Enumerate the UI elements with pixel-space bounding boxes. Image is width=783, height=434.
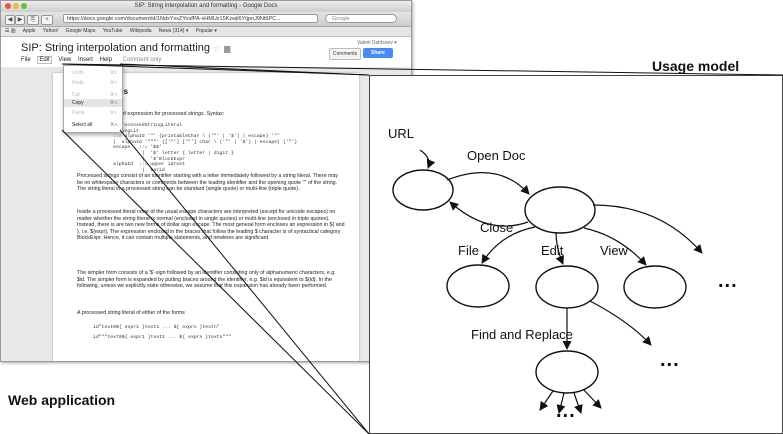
minimize-window-icon[interactable] xyxy=(13,3,19,9)
state-start xyxy=(392,169,454,211)
code-line-2: id"""text0${ expr1 }text1 ... ${ exprn }… xyxy=(93,335,232,340)
edge-url xyxy=(419,149,436,169)
doc-title-text: SIP: String interpolation and formatting xyxy=(21,42,210,54)
paragraph-2: Inside a processed literal none of the u… xyxy=(77,209,345,242)
redo-shortcut: ⌘Y xyxy=(110,80,118,85)
window-title: SIP: String interpolation and formatting… xyxy=(134,3,278,9)
paragraph-4: A processed string literal of either of … xyxy=(77,310,185,316)
bookmarks-bar: ☰ ▥ Apple Yahoo! Google Maps YouTube Wik… xyxy=(1,27,411,37)
zoom-line-bottom xyxy=(61,129,370,434)
copy-shortcut: ⌘C xyxy=(110,100,118,105)
menu-edit[interactable]: Edit xyxy=(37,56,52,64)
state-find-replace xyxy=(535,350,599,394)
menu-insert[interactable]: Insert xyxy=(77,57,93,63)
edit-menu-select-all[interactable]: Select all xyxy=(72,122,93,128)
edge-find-2 xyxy=(556,392,566,414)
edge-file xyxy=(481,226,536,264)
ellipsis-middle: ... xyxy=(660,349,680,371)
bookmark-yahoo[interactable]: Yahoo! xyxy=(42,28,59,34)
browser-window: SIP: String interpolation and formatting… xyxy=(0,0,412,362)
state-doc xyxy=(524,186,596,234)
edge-edit xyxy=(555,231,564,265)
user-account[interactable]: Valerii Dahlsoev ▾ xyxy=(357,40,397,46)
bookmark-popular[interactable]: Popular ▾ xyxy=(195,28,217,34)
undo-shortcut: ⌘Z xyxy=(110,70,118,75)
view-label: View xyxy=(600,243,628,258)
back-icon[interactable]: ◀ xyxy=(5,15,15,25)
maximize-window-icon[interactable] xyxy=(21,3,27,9)
file-label: File xyxy=(458,243,479,258)
share-page-icon[interactable]: ⎘ xyxy=(27,15,39,25)
open-doc-label: Open Doc xyxy=(467,148,526,163)
cut-shortcut: ⌘X xyxy=(110,92,118,97)
forward-icon[interactable]: ▶ xyxy=(15,15,25,25)
browser-toolbar: ◀ ▶ ⎘ + https://docs.google.com/document… xyxy=(1,12,411,27)
comment-only-status: Comment only xyxy=(122,57,162,63)
doc-header: SIP: String interpolation and formatting… xyxy=(1,37,411,67)
edge-find-3 xyxy=(573,392,583,414)
ellipsis-right: ... xyxy=(718,270,738,292)
edge-more-edit xyxy=(589,300,652,346)
star-icon[interactable]: ☆ xyxy=(213,43,222,53)
edge-close xyxy=(449,201,529,227)
bookmark-apple[interactable]: Apple xyxy=(22,28,36,34)
search-input[interactable]: Google xyxy=(325,14,397,23)
doc-menubar: File Edit View Insert Help Comment only xyxy=(21,56,166,64)
edge-more-top xyxy=(592,204,703,254)
menu-file[interactable]: File xyxy=(21,57,31,63)
folder-icon[interactable]: ▆ xyxy=(224,44,231,53)
edit-menu-undo[interactable]: Undo xyxy=(72,70,84,76)
edge-find-1 xyxy=(539,390,554,411)
bookmark-news[interactable]: News (314) ▾ xyxy=(158,28,189,34)
edit-menu-copy[interactable]: Copy xyxy=(72,100,84,106)
url-input[interactable]: https://docs.google.com/document/d/1NdxY… xyxy=(63,14,318,23)
add-bookmark-icon[interactable]: + xyxy=(41,15,53,25)
web-application-label: Web application xyxy=(8,392,116,408)
menu-view[interactable]: View xyxy=(58,57,72,63)
edge-open-doc xyxy=(446,172,530,195)
usage-model-label: Usage model xyxy=(652,58,740,74)
share-label: Share xyxy=(371,50,385,56)
grammar-block: | processedStringLiteral stringLit ::= a… xyxy=(113,123,298,173)
find-replace-label: Find and Replace xyxy=(471,327,573,342)
state-file xyxy=(446,264,510,308)
intro-text: ...form of expression for processed stri… xyxy=(105,111,225,117)
comments-button[interactable]: Comments xyxy=(329,48,361,60)
zoom-line-bottom-2 xyxy=(119,129,370,434)
share-button[interactable]: Share xyxy=(363,48,393,58)
edit-menu-cut[interactable]: Cut xyxy=(72,92,80,98)
paste-shortcut: ⌘V xyxy=(110,110,118,115)
doc-title[interactable]: SIP: String interpolation and formatting… xyxy=(21,42,230,54)
menu-help[interactable]: Help xyxy=(99,57,112,63)
menu-highlight xyxy=(64,99,122,107)
close-window-icon[interactable] xyxy=(5,3,11,9)
edit-menu-dropdown: Undo ⌘Z Redo ⌘Y Cut ⌘X Copy ⌘C Paste ⌘V … xyxy=(63,65,123,133)
select-all-shortcut: ⌘A xyxy=(110,122,118,127)
close-label: Close xyxy=(480,220,514,235)
edge-view xyxy=(583,227,647,266)
document-canvas: ...ings ...form of expression for proces… xyxy=(1,67,411,361)
url-label: URL xyxy=(388,126,415,141)
bookmark-google-maps[interactable]: Google Maps xyxy=(65,28,96,34)
zoom-line-top-2 xyxy=(119,63,370,76)
edge-find-4 xyxy=(582,388,602,409)
edit-menu-paste[interactable]: Paste xyxy=(72,110,85,116)
bookmark-youtube[interactable]: YouTube xyxy=(102,28,123,34)
ellipsis-bottom: ... xyxy=(556,400,576,422)
code-line-1: id"text0${ expr1 }text1 ... ${ exprn }te… xyxy=(93,325,220,330)
zoom-line-top-right xyxy=(61,63,783,76)
bookmark-wikipedia[interactable]: Wikipedia xyxy=(129,28,152,34)
paragraph-1: Processed strings consist of an identifi… xyxy=(77,173,339,193)
state-edit xyxy=(535,265,599,309)
state-view xyxy=(623,265,687,309)
edit-menu-redo[interactable]: Redo xyxy=(72,80,84,86)
reading-list-icon[interactable]: ☰ ▥ xyxy=(5,28,16,34)
edit-label: Edit xyxy=(541,243,564,258)
